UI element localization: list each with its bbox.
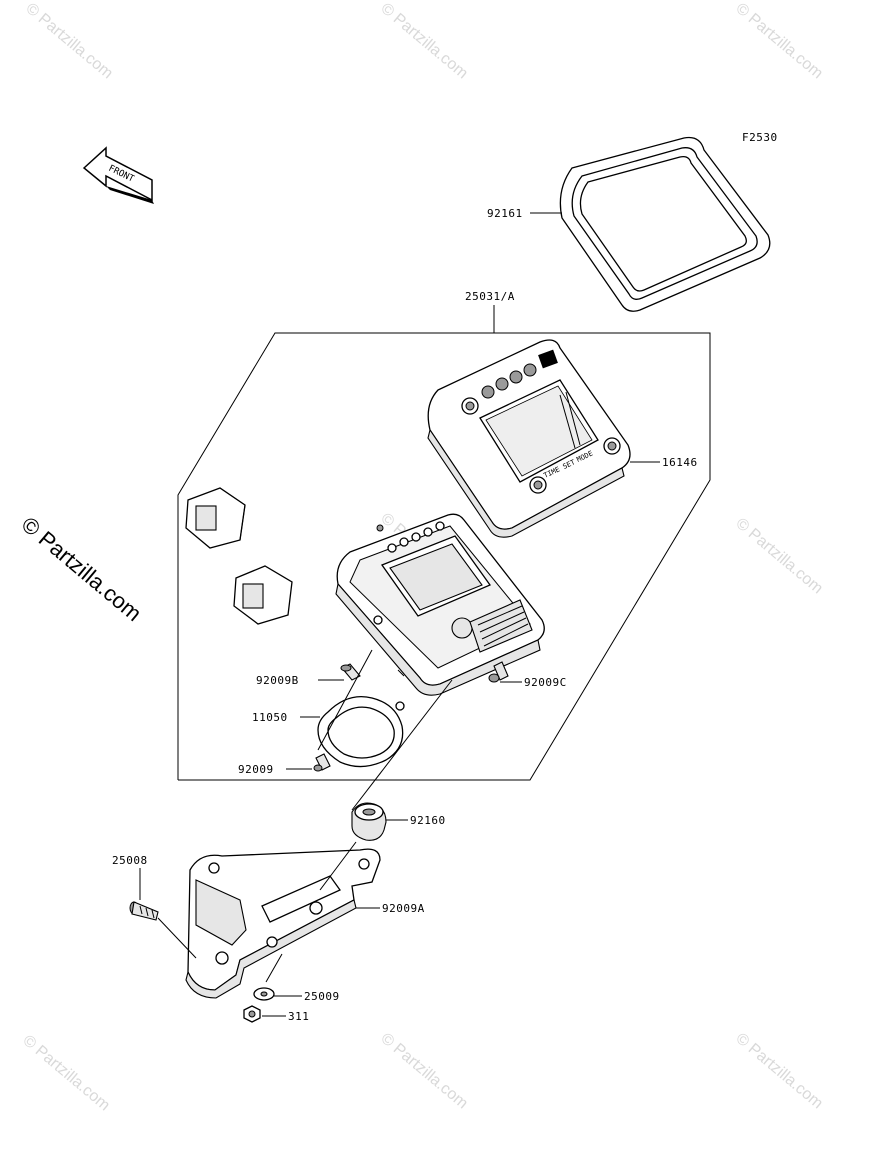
callout-25008: 92009A [382, 902, 425, 915]
leader [265, 953, 283, 983]
part-92160-grommet [351, 802, 387, 841]
callout-11050: 11050 [252, 711, 288, 724]
part-92161-frame [559, 136, 771, 312]
callout-92009: 92009 [238, 763, 274, 776]
figure-code: F2530 [742, 131, 778, 144]
part-16146-meter-cover: TIME SET MODE [427, 339, 631, 538]
watermark: © Partzilla.com [377, 0, 471, 82]
callout-92009b: 92009B [256, 674, 299, 687]
leader [317, 649, 373, 751]
callout-25031: 25031/A [465, 290, 515, 303]
bolt-92009a [129, 901, 159, 921]
meter-body [335, 513, 545, 696]
watermark: © Partzilla.com [732, 1030, 826, 1112]
part-25008-bracket [185, 848, 381, 999]
callout-92009a: 25008 [112, 854, 148, 867]
front-arrow-icon: FRONT [82, 146, 154, 204]
part-25009-washer [253, 987, 275, 1001]
leader [351, 679, 453, 811]
watermark: © Partzilla.com [732, 0, 826, 82]
watermark: © Partzilla.com [22, 0, 116, 82]
callout-16146: 16146 [662, 456, 698, 469]
callout-25009: 25009 [304, 990, 340, 1003]
watermark: © Partzilla.com [377, 1030, 471, 1112]
leader [319, 841, 357, 891]
callout-92161: 92161 [487, 207, 523, 220]
part-11050-ring [317, 695, 405, 768]
callout-92009c: 92009C [524, 676, 567, 689]
watermark: © Partzilla.com [19, 1032, 113, 1114]
screw-92009b [340, 663, 361, 681]
watermark: © Partzilla.com [732, 515, 826, 597]
leader [157, 917, 197, 959]
callout-311: 311 [288, 1010, 309, 1023]
screw-92009c [488, 661, 509, 683]
wiring-harness [185, 487, 346, 625]
part-311-nut [243, 1005, 261, 1023]
assembly-outline [177, 332, 711, 781]
screw-92009 [313, 753, 331, 772]
watermark-primary: © Partzilla.com [17, 512, 147, 626]
callout-92160: 92160 [410, 814, 446, 827]
